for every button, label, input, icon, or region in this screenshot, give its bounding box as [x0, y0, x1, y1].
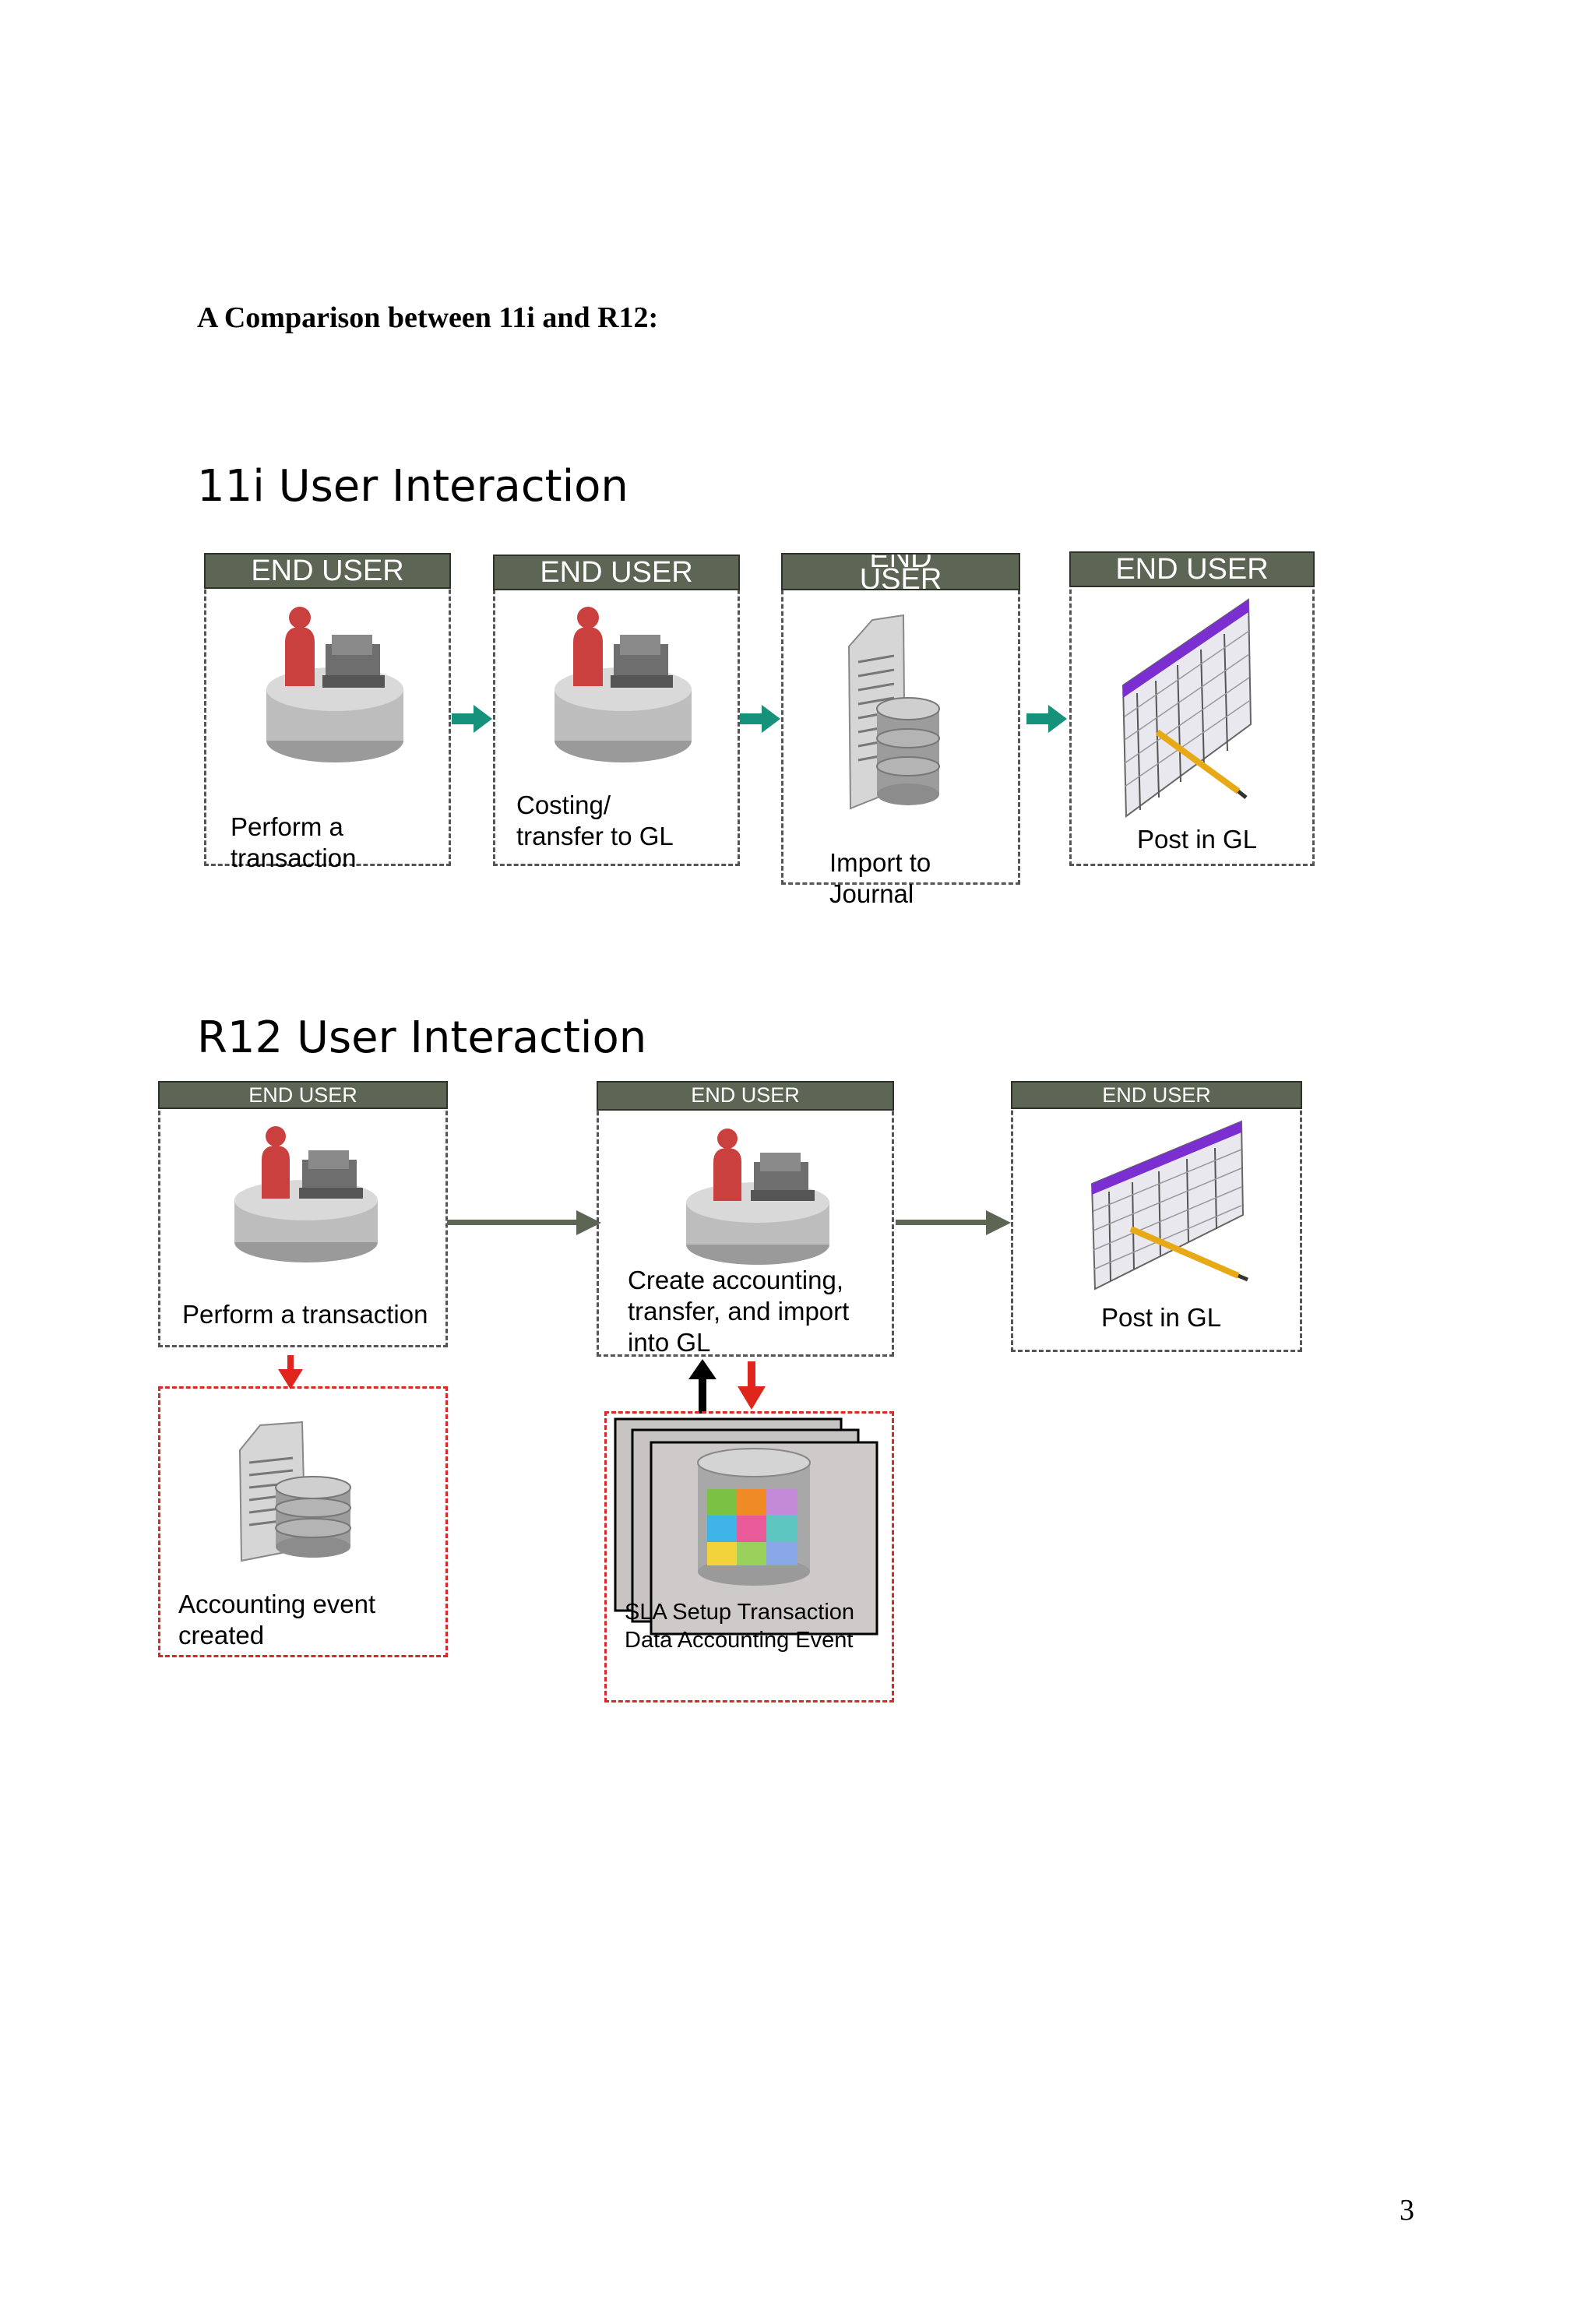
sla-setup-caption: SLA Setup Transaction Data Accounting Ev…	[625, 1598, 854, 1654]
accounting-event-caption: Accounting event created	[178, 1589, 375, 1651]
caption-line: Perform a	[231, 812, 343, 841]
step-header-11i-post: END USER	[1069, 551, 1315, 587]
step-caption-11i-perform: Perform a transaction	[231, 812, 356, 874]
page-number: 3	[1400, 2194, 1414, 2227]
step-header-11i-perform: END USER	[204, 553, 451, 589]
caption-line: transaction	[231, 843, 357, 872]
section-title-r12: R12 User Interaction	[197, 1012, 647, 1063]
step-caption-r12-post: Post in GL	[1101, 1302, 1221, 1333]
step-caption-r12-create: Create accounting, transfer, and import …	[628, 1265, 849, 1358]
caption-line: Accounting event	[178, 1590, 376, 1618]
caption-line: Journal	[829, 879, 914, 908]
caption-line: transfer to GL	[516, 822, 674, 850]
header-line: END	[869, 553, 932, 574]
caption-line: Perform a transaction	[182, 1300, 428, 1329]
flow-arrow-icon	[452, 705, 492, 733]
step-caption-r12-perform: Perform a transaction	[182, 1299, 428, 1330]
caption-line: Post in GL	[1137, 825, 1258, 854]
flow-arrow-icon	[740, 705, 780, 733]
step-header-11i-costing: END USER	[493, 555, 740, 590]
page-heading: A Comparison between 11i and R12:	[197, 301, 659, 334]
document-database-icon	[847, 614, 940, 810]
caption-line: Costing/	[516, 791, 611, 819]
return-arrow-icon	[688, 1359, 717, 1414]
ledger-sheet-icon	[1090, 1120, 1248, 1291]
caption-line: Post in GL	[1101, 1303, 1222, 1332]
user-workstation-icon	[234, 1126, 378, 1262]
event-arrow-icon	[278, 1355, 303, 1389]
step-caption-11i-post: Post in GL	[1137, 824, 1257, 855]
sla-setup-box	[604, 1411, 894, 1703]
caption-line: Create accounting,	[628, 1266, 844, 1294]
event-arrow-icon	[738, 1361, 766, 1410]
caption-line: Import to	[829, 848, 931, 877]
step-header-r12-perform: END USER	[158, 1081, 448, 1109]
header-line: USER	[859, 563, 942, 590]
user-workstation-icon	[686, 1129, 829, 1265]
section-title-11i: 11i User Interaction	[197, 461, 628, 512]
caption-line: created	[178, 1621, 265, 1650]
accounting-event-box	[158, 1386, 448, 1657]
caption-line: SLA Setup Transaction	[625, 1600, 855, 1625]
step-header-11i-import: END USER	[781, 553, 1020, 590]
step-header-r12-create: END USER	[597, 1081, 894, 1111]
sla-engine-icon	[614, 1417, 878, 1636]
caption-line: transfer, and import	[628, 1297, 850, 1326]
flow-arrow-icon	[1026, 705, 1067, 733]
step-caption-11i-import: Import to Journal	[829, 847, 931, 910]
user-workstation-icon	[555, 607, 692, 762]
document-database-icon	[238, 1421, 351, 1562]
step-caption-11i-costing: Costing/ transfer to GL	[516, 790, 674, 852]
caption-line: into GL	[628, 1328, 711, 1357]
ledger-sheet-icon	[1121, 598, 1252, 818]
flow-arrow-icon	[896, 1210, 1011, 1235]
flow-arrow-icon	[447, 1210, 601, 1235]
user-workstation-icon	[266, 607, 403, 762]
step-header-r12-post: END USER	[1011, 1081, 1302, 1109]
caption-line: Data Accounting Event	[625, 1628, 854, 1653]
